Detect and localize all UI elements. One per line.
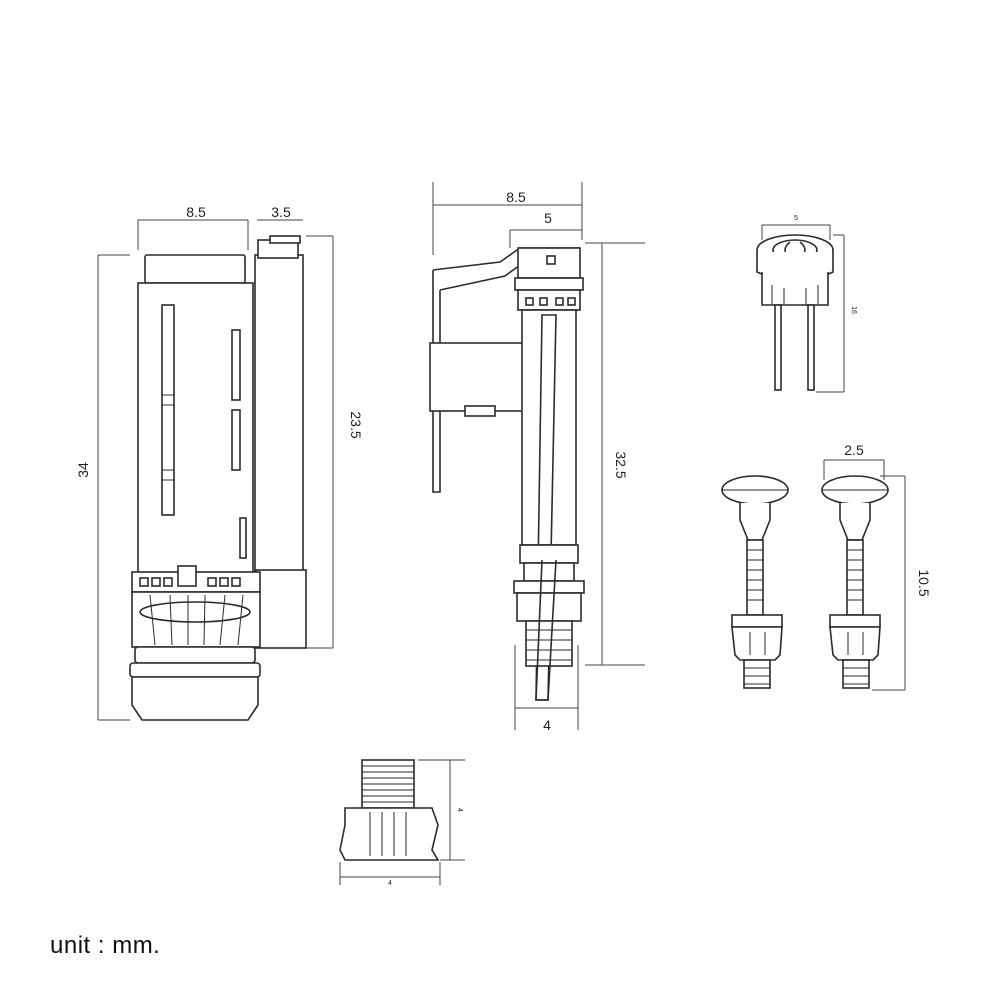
dim-rod-height: 10.5 bbox=[916, 569, 932, 596]
nut bbox=[339, 759, 440, 861]
push-button bbox=[756, 234, 834, 391]
rod-left bbox=[721, 475, 789, 689]
unit-label: unit : mm. bbox=[50, 932, 161, 959]
dim-flush-side-width: 3.5 bbox=[271, 204, 291, 220]
dim-nut-height: 4 bbox=[456, 808, 463, 812]
fill-valve bbox=[429, 247, 585, 701]
dim-fill-height: 32.5 bbox=[613, 451, 629, 478]
push-button-dimensions: 5 16 bbox=[761, 215, 857, 393]
fill-valve-dimensions: 8.5 5 32.5 4 bbox=[432, 182, 645, 733]
dim-nut-width: 4 bbox=[388, 880, 392, 887]
dim-flush-overflow-height: 23.5 bbox=[348, 411, 364, 438]
dim-button-width: 5 bbox=[794, 215, 798, 222]
dim-rod-cap-width: 2.5 bbox=[844, 442, 864, 458]
flush-valve bbox=[129, 235, 307, 721]
nut-dimensions: 4 4 bbox=[339, 759, 465, 887]
rod-right bbox=[821, 475, 889, 689]
rods-dimensions: 2.5 10.5 bbox=[823, 442, 932, 691]
dim-fill-base-width: 4 bbox=[543, 717, 551, 733]
dim-fill-top-width: 5 bbox=[544, 210, 552, 226]
dim-flush-top-width: 8.5 bbox=[186, 204, 206, 220]
dim-fill-total-width: 8.5 bbox=[506, 189, 526, 205]
dim-button-height: 16 bbox=[850, 306, 857, 314]
dim-flush-total-height: 34 bbox=[75, 462, 91, 478]
flush-valve-dimensions: 8.5 3.5 34 23.5 bbox=[75, 204, 364, 721]
